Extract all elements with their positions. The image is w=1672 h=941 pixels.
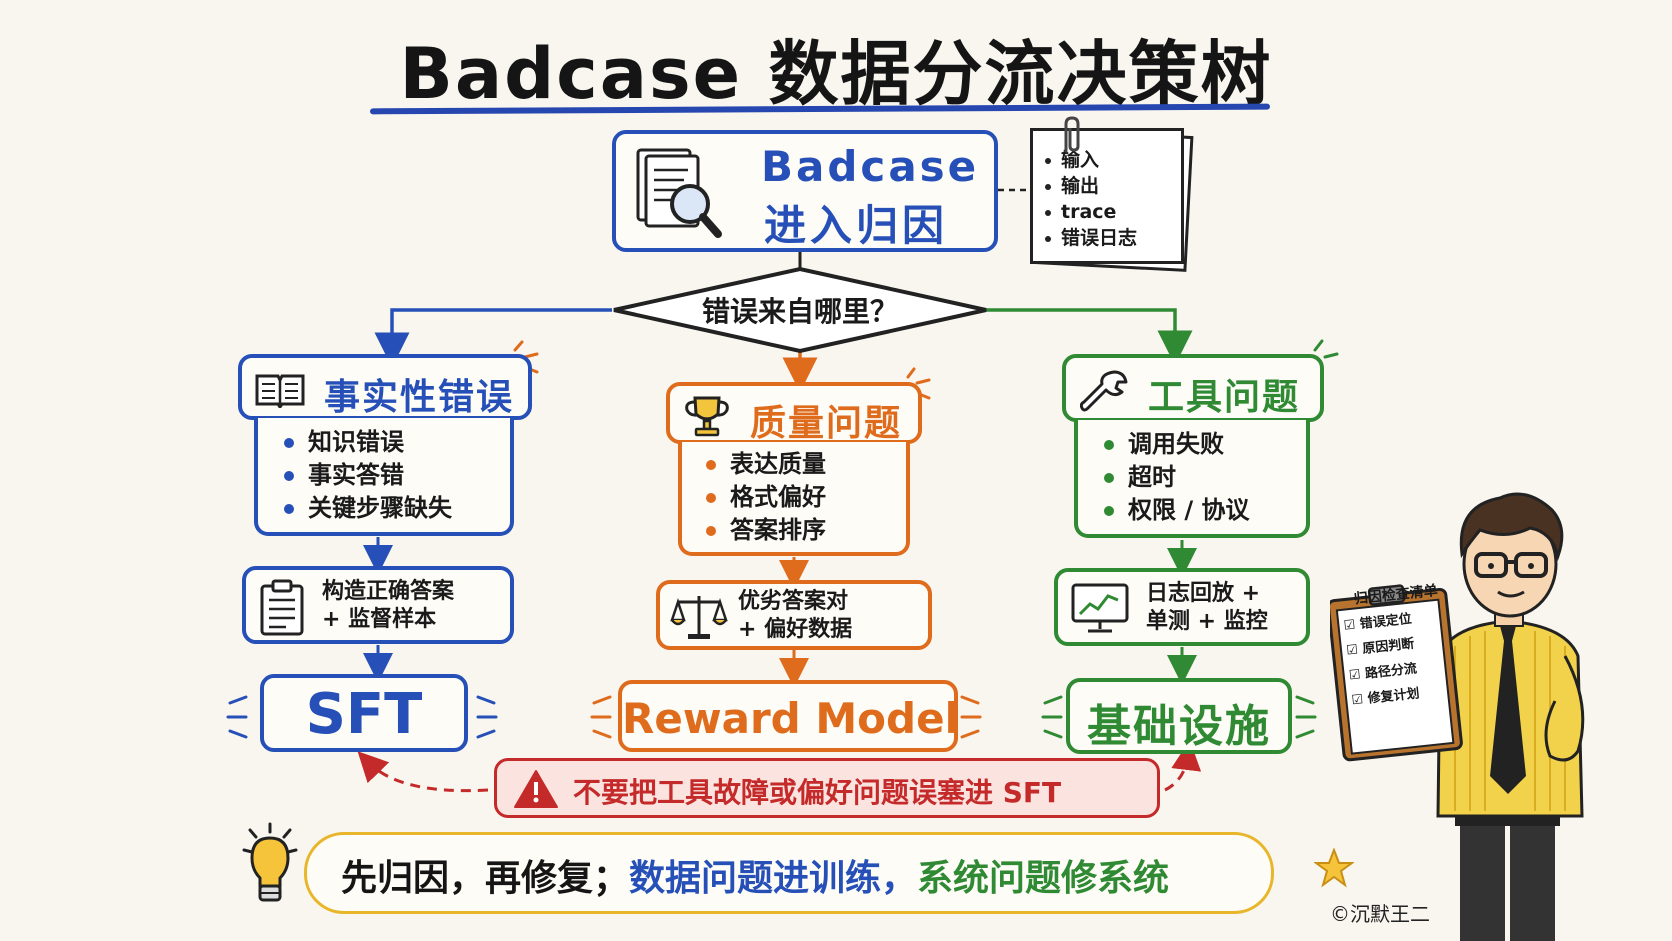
star-icon [1314, 848, 1354, 888]
tool-action-line2: 单测 + 监控 [1146, 609, 1268, 634]
tool-header: 工具问题 [1062, 354, 1324, 422]
warning-icon [514, 770, 558, 808]
tool-target: 基础设施 [1066, 678, 1292, 754]
checklist-item: 错误定位 [1359, 611, 1413, 633]
checkbox-icon: ☑ [1345, 642, 1359, 659]
tool-list-box: 调用失败 超时 权限 / 协议 [1074, 420, 1310, 538]
checklist-item: 路径分流 [1364, 661, 1418, 682]
reward-model-label: Reward Model [622, 694, 959, 743]
factual-target: SFT [260, 674, 468, 752]
lightbulb-icon [242, 822, 298, 902]
sft-label: SFT [305, 682, 423, 747]
warning-banner: 不要把工具故障或偏好问题误塞进 SFT [494, 758, 1160, 818]
note-item: 输出 [1061, 175, 1100, 197]
tool-item: 调用失败 [1128, 430, 1224, 458]
summary-line: 先归因，再修复；数据问题进训练，系统问题修系统 [341, 849, 1169, 901]
tool-item: 权限 / 协议 [1128, 496, 1250, 524]
quality-item: 格式偏好 [730, 483, 826, 511]
quality-action-line2: + 偏好数据 [738, 617, 853, 642]
monitor-chart-icon [1071, 583, 1129, 633]
factual-item: 关键步骤缺失 [308, 494, 452, 522]
tool-action: 日志回放 + 单测 + 监控 [1054, 568, 1310, 646]
clipboard-icon [260, 579, 304, 636]
quality-item: 答案排序 [730, 516, 826, 544]
note-card: 输入 输出 trace 错误日志 [1030, 128, 1184, 264]
root-line1: Badcase [761, 142, 980, 191]
root-node: Badcase 进入归因 [612, 130, 998, 252]
quality-list-box: 表达质量 格式偏好 答案排序 [678, 442, 910, 556]
checklist-item: 修复计划 [1366, 686, 1421, 707]
factual-header: 事实性错误 [238, 354, 532, 420]
note-item: trace [1061, 201, 1117, 223]
quality-title: 质量问题 [750, 403, 903, 444]
quality-action-line1: 优劣答案对 [738, 589, 849, 614]
trophy-icon [685, 396, 729, 437]
book-icon [255, 374, 305, 408]
scales-icon [670, 596, 728, 639]
decision-diamond [613, 266, 987, 354]
factual-list-box: 知识错误 事实答错 关键步骤缺失 [254, 418, 514, 536]
warning-text: 不要把工具故障或偏好问题误塞进 SFT [573, 776, 1062, 809]
summary-part2: 数据问题进训练， [629, 858, 918, 899]
factual-title: 事实性错误 [324, 377, 515, 418]
checklist: 归因检查清单 ☑ 错误定位 ☑ 原因判断 ☑ 路径分流 ☑ 修复计划 [1340, 579, 1462, 714]
tool-item: 超时 [1128, 463, 1176, 491]
checkbox-icon: ☑ [1350, 692, 1365, 709]
signature: ©沉默王二 [1330, 902, 1430, 926]
checkbox-icon: ☑ [1343, 617, 1357, 634]
document-magnifier-icon [636, 148, 722, 238]
factual-action-line2: + 监督样本 [322, 607, 437, 632]
summary-part1: 先归因，再修复； [341, 858, 630, 899]
quality-action: 优劣答案对 + 偏好数据 [656, 580, 932, 650]
paperclip-icon [1064, 116, 1080, 152]
note-item: 错误日志 [1061, 227, 1138, 249]
checklist-item: 原因判断 [1361, 636, 1416, 657]
wrench-icon [1080, 370, 1128, 412]
factual-action-line1: 构造正确答案 [322, 579, 455, 604]
quality-item: 表达质量 [730, 450, 826, 478]
decision-label: 错误来自哪里？ [701, 295, 898, 328]
quality-target: Reward Model [618, 680, 959, 752]
factual-action: 构造正确答案 + 监督样本 [242, 566, 514, 644]
tool-action-line1: 日志回放 + [1146, 581, 1261, 606]
checkbox-icon: ☑ [1348, 667, 1362, 684]
infrastructure-label: 基础设施 [1087, 701, 1271, 752]
summary-box: 先归因，再修复；数据问题进训练，系统问题修系统 [304, 832, 1274, 914]
factual-item: 知识错误 [308, 428, 404, 456]
analyst-character-illustration [1330, 492, 1585, 941]
quality-header: 质量问题 [666, 382, 922, 444]
tool-title: 工具问题 [1148, 377, 1301, 418]
factual-item: 事实答错 [308, 461, 404, 489]
page-title: Badcase 数据分流决策树 [399, 33, 1273, 115]
summary-part3: 系统问题修系统 [917, 858, 1170, 899]
root-line2: 进入归因 [764, 201, 949, 250]
note-item: 输入 [1061, 149, 1100, 171]
